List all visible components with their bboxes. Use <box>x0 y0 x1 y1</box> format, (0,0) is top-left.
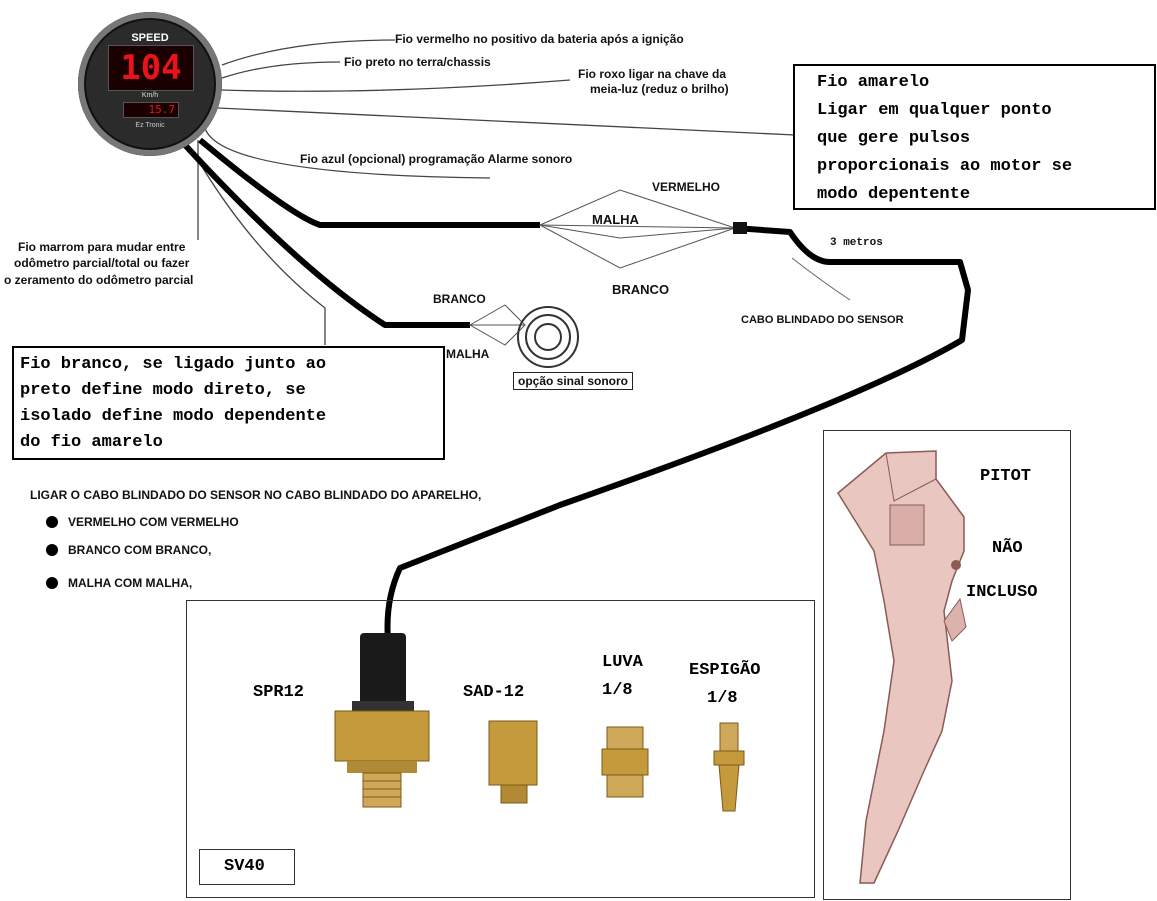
label-malha-top: MALHA <box>592 212 639 227</box>
label-malha-bottom: MALHA <box>446 347 490 361</box>
label-cable-length: 3 metros <box>830 237 883 249</box>
gauge-unit: Km/h <box>141 92 159 99</box>
instruction-item: BRANCO COM BRANCO, <box>68 543 212 557</box>
label-black-wire: Fio preto no terra/chassis <box>344 55 491 69</box>
shielded-cable-device <box>198 137 540 228</box>
sad12-adapter-icon <box>488 720 538 804</box>
part-label-luva-size: 1/8 <box>602 681 633 700</box>
speed-gauge: SPEED 104 Km/h 15.7 Ez Tronic <box>78 12 222 156</box>
bullet-icons <box>46 516 58 589</box>
label-purple-wire-1: Fio roxo ligar na chave da <box>578 67 727 81</box>
kit-name-badge: SV40 <box>199 849 295 885</box>
yellow-note-line: que gere pulsos <box>817 129 971 148</box>
label-brown-wire-1: Fio marrom para mudar entre <box>18 240 186 254</box>
gauge-title: SPEED <box>131 32 169 44</box>
part-label-sad12: SAD-12 <box>463 683 525 702</box>
white-wire-note: Fio branco, se ligado junto ao preto def… <box>12 346 445 460</box>
purple-wire <box>221 79 571 92</box>
yellow-wire-note: Fio amarelo Ligar em qualquer ponto que … <box>793 64 1156 210</box>
label-branco-top: BRANCO <box>612 282 670 297</box>
label-blue-wire: Fio azul (opcional) programação Alarme s… <box>300 152 573 166</box>
part-label-espigao-size: 1/8 <box>707 689 738 708</box>
label-brown-wire-2: odômetro parcial/total ou fazer <box>14 256 190 270</box>
red-wire <box>221 39 396 66</box>
blue-wire <box>204 127 491 179</box>
white-note-line: preto define modo direto, se <box>20 381 306 400</box>
buzzer-icon <box>517 306 579 368</box>
pitot-label-3: INCLUSO <box>966 583 1038 602</box>
yellow-note-line: proporcionais ao motor se <box>817 157 1073 176</box>
part-label-spr12: SPR12 <box>253 683 305 702</box>
label-vermelho-top: VERMELHO <box>652 180 721 194</box>
pitot-label-2: NÃO <box>992 539 1023 558</box>
pitot-box: PITOT NÃO INCLUSO <box>823 430 1071 900</box>
spr12-sensor-icon <box>334 633 430 808</box>
yellow-note-line: modo depentente <box>817 185 971 204</box>
label-sensor-cable: CABO BLINDADO DO SENSOR <box>741 314 904 326</box>
white-wire <box>191 149 326 345</box>
label-brown-wire-3: o zeramento do odômetro parcial <box>4 273 194 287</box>
black-wire <box>221 61 341 79</box>
label-purple-wire-2: meia-luz (reduz o brilho) <box>590 82 729 96</box>
white-note-line: Fio branco, se ligado junto ao <box>20 355 327 374</box>
instructions-title: LIGAR O CABO BLINDADO DO SENSOR NO CABO … <box>30 488 482 502</box>
yellow-note-line: Fio amarelo <box>817 73 930 92</box>
part-label-luva: LUVA <box>602 653 643 672</box>
kit-name: SV40 <box>224 857 265 876</box>
shielded-cable-sensor <box>384 225 971 641</box>
label-branco-bottom: BRANCO <box>433 292 486 306</box>
white-note-line: isolado define modo dependente <box>20 407 327 426</box>
luva-coupling-icon <box>601 726 649 798</box>
gauge-brand: Ez Tronic <box>135 122 165 129</box>
instruction-item: MALHA COM MALHA, <box>68 576 193 590</box>
buzzer-cable <box>182 142 470 328</box>
instruction-item: VERMELHO COM VERMELHO <box>68 515 239 529</box>
part-label-espigao: ESPIGÃO <box>689 661 761 680</box>
gauge-reading: 104 <box>120 48 182 88</box>
kit-parts-drawing <box>334 633 745 812</box>
espigao-barb-icon <box>713 722 745 812</box>
white-note-line: do fio amarelo <box>20 433 163 452</box>
pitot-label-1: PITOT <box>980 467 1032 486</box>
buzzer-option-label: opção sinal sonoro <box>513 372 634 390</box>
kit-box: SPR12 SAD-12 LUVA 1/8 ESPIGÃO 1/8 <box>186 600 815 898</box>
yellow-wire <box>217 107 796 136</box>
gauge-sub-reading: 15.7 <box>148 103 176 116</box>
connector-plug <box>733 222 747 234</box>
yellow-note-line: Ligar em qualquer ponto <box>817 101 1052 120</box>
connector-diamond-top <box>538 189 737 269</box>
label-red-wire: Fio vermelho no positivo da bateria após… <box>395 32 684 46</box>
gauge-subdisplay: 15.7 <box>123 102 179 118</box>
pitot-tube-icon <box>837 450 967 884</box>
gauge-display: 104 <box>108 45 194 91</box>
